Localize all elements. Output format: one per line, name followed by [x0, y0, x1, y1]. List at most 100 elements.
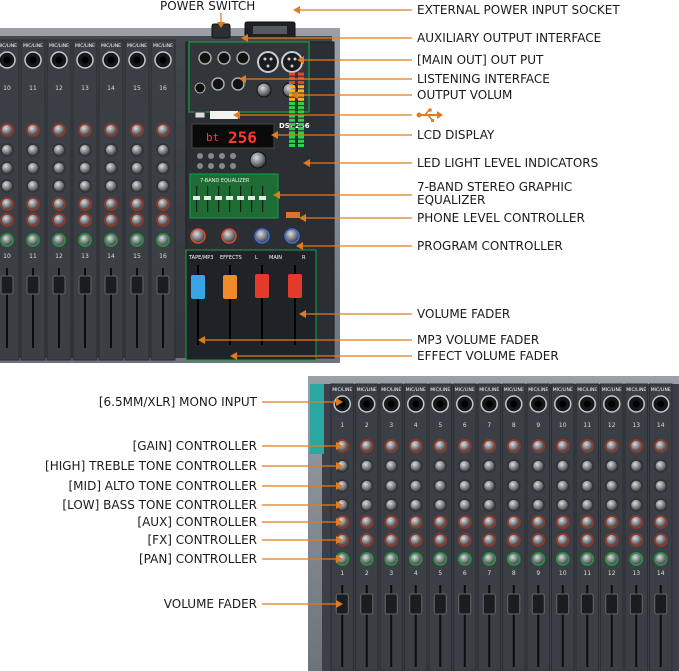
- channel-knob[interactable]: [506, 515, 521, 529]
- channel-fader-cap[interactable]: [384, 593, 398, 615]
- fx-knob[interactable]: [221, 228, 237, 244]
- channel-knob[interactable]: [433, 479, 448, 493]
- main-fader-r-cap[interactable]: [288, 274, 302, 298]
- fx-out-jack[interactable]: [217, 51, 231, 65]
- channel-fader-cap[interactable]: [507, 593, 521, 615]
- phone-jack[interactable]: [194, 82, 206, 94]
- listening-jack-l[interactable]: [211, 77, 225, 91]
- channel-fader-cap[interactable]: [0, 275, 14, 295]
- channel-knob[interactable]: [104, 161, 118, 175]
- channel-knob[interactable]: [457, 479, 472, 493]
- channel-fader-cap[interactable]: [580, 593, 594, 615]
- channel-knob[interactable]: [531, 459, 546, 473]
- channel-knob[interactable]: [482, 479, 497, 493]
- channel-knob[interactable]: [408, 439, 423, 453]
- channel-knob[interactable]: [130, 213, 144, 227]
- output-volume-knob[interactable]: [256, 82, 272, 98]
- channel-knob[interactable]: [78, 233, 92, 247]
- channel-knob[interactable]: [0, 123, 14, 137]
- channel-knob[interactable]: [580, 552, 595, 566]
- channel-fader-cap[interactable]: [104, 275, 118, 295]
- channel-knob[interactable]: [130, 123, 144, 137]
- channel-knob[interactable]: [408, 479, 423, 493]
- channel-knob[interactable]: [457, 439, 472, 453]
- channel-knob[interactable]: [130, 233, 144, 247]
- channel-knob[interactable]: [359, 439, 374, 453]
- channel-knob[interactable]: [653, 479, 668, 493]
- channel-knob[interactable]: [506, 552, 521, 566]
- channel-knob[interactable]: [457, 552, 472, 566]
- aux-knob[interactable]: [254, 228, 270, 244]
- channel-knob[interactable]: [653, 498, 668, 512]
- channel-knob[interactable]: [604, 552, 619, 566]
- channel-knob[interactable]: [482, 515, 497, 529]
- channel-knob[interactable]: [26, 213, 40, 227]
- channel-knob[interactable]: [653, 439, 668, 453]
- channel-knob[interactable]: [531, 533, 546, 547]
- channel-knob[interactable]: [0, 161, 14, 175]
- channel-knob[interactable]: [604, 439, 619, 453]
- channel-knob[interactable]: [604, 515, 619, 529]
- eq-slider[interactable]: [215, 196, 222, 200]
- channel-knob[interactable]: [104, 143, 118, 157]
- channel-fader-cap[interactable]: [360, 593, 374, 615]
- channel-knob[interactable]: [531, 498, 546, 512]
- channel-knob[interactable]: [384, 439, 399, 453]
- channel-knob[interactable]: [104, 197, 118, 211]
- channel-knob[interactable]: [156, 179, 170, 193]
- channel-knob[interactable]: [156, 233, 170, 247]
- channel-knob[interactable]: [555, 533, 570, 547]
- channel-knob[interactable]: [0, 143, 14, 157]
- channel-knob[interactable]: [457, 498, 472, 512]
- channel-knob[interactable]: [482, 552, 497, 566]
- channel-knob[interactable]: [156, 123, 170, 137]
- channel-knob[interactable]: [482, 498, 497, 512]
- channel-knob[interactable]: [384, 552, 399, 566]
- channel-knob[interactable]: [26, 123, 40, 137]
- channel-fader-cap[interactable]: [433, 593, 447, 615]
- channel-knob[interactable]: [580, 479, 595, 493]
- channel-knob[interactable]: [156, 213, 170, 227]
- channel-knob[interactable]: [78, 197, 92, 211]
- channel-knob[interactable]: [359, 533, 374, 547]
- channel-knob[interactable]: [0, 233, 14, 247]
- usb-port[interactable]: [194, 111, 206, 119]
- main-out-right-xlr[interactable]: [281, 51, 303, 73]
- channel-knob[interactable]: [433, 459, 448, 473]
- channel-knob[interactable]: [130, 179, 144, 193]
- channel-knob[interactable]: [52, 123, 66, 137]
- channel-knob[interactable]: [130, 197, 144, 211]
- channel-knob[interactable]: [384, 498, 399, 512]
- eq-slider[interactable]: [237, 196, 244, 200]
- eq-slider[interactable]: [204, 196, 211, 200]
- channel-fader-cap[interactable]: [156, 275, 170, 295]
- channel-knob[interactable]: [580, 533, 595, 547]
- channel-knob[interactable]: [580, 459, 595, 473]
- channel-knob[interactable]: [433, 439, 448, 453]
- channel-knob[interactable]: [384, 515, 399, 529]
- channel-knob[interactable]: [555, 439, 570, 453]
- channel-knob[interactable]: [506, 498, 521, 512]
- channel-knob[interactable]: [580, 439, 595, 453]
- channel-fader-cap[interactable]: [629, 593, 643, 615]
- channel-fader-cap[interactable]: [458, 593, 472, 615]
- channel-knob[interactable]: [482, 439, 497, 453]
- channel-knob[interactable]: [26, 179, 40, 193]
- channel-knob[interactable]: [0, 213, 14, 227]
- channel-knob[interactable]: [52, 161, 66, 175]
- channel-knob[interactable]: [604, 498, 619, 512]
- channel-knob[interactable]: [359, 498, 374, 512]
- channel-knob[interactable]: [629, 515, 644, 529]
- channel-knob[interactable]: [580, 498, 595, 512]
- channel-knob[interactable]: [52, 213, 66, 227]
- channel-knob[interactable]: [104, 233, 118, 247]
- channel-knob[interactable]: [156, 197, 170, 211]
- channel-knob[interactable]: [78, 179, 92, 193]
- mp3-knob[interactable]: [190, 228, 206, 244]
- channel-knob[interactable]: [555, 552, 570, 566]
- channel-knob[interactable]: [0, 179, 14, 193]
- channel-knob[interactable]: [433, 533, 448, 547]
- channel-fader-cap[interactable]: [556, 593, 570, 615]
- channel-knob[interactable]: [457, 515, 472, 529]
- channel-knob[interactable]: [408, 552, 423, 566]
